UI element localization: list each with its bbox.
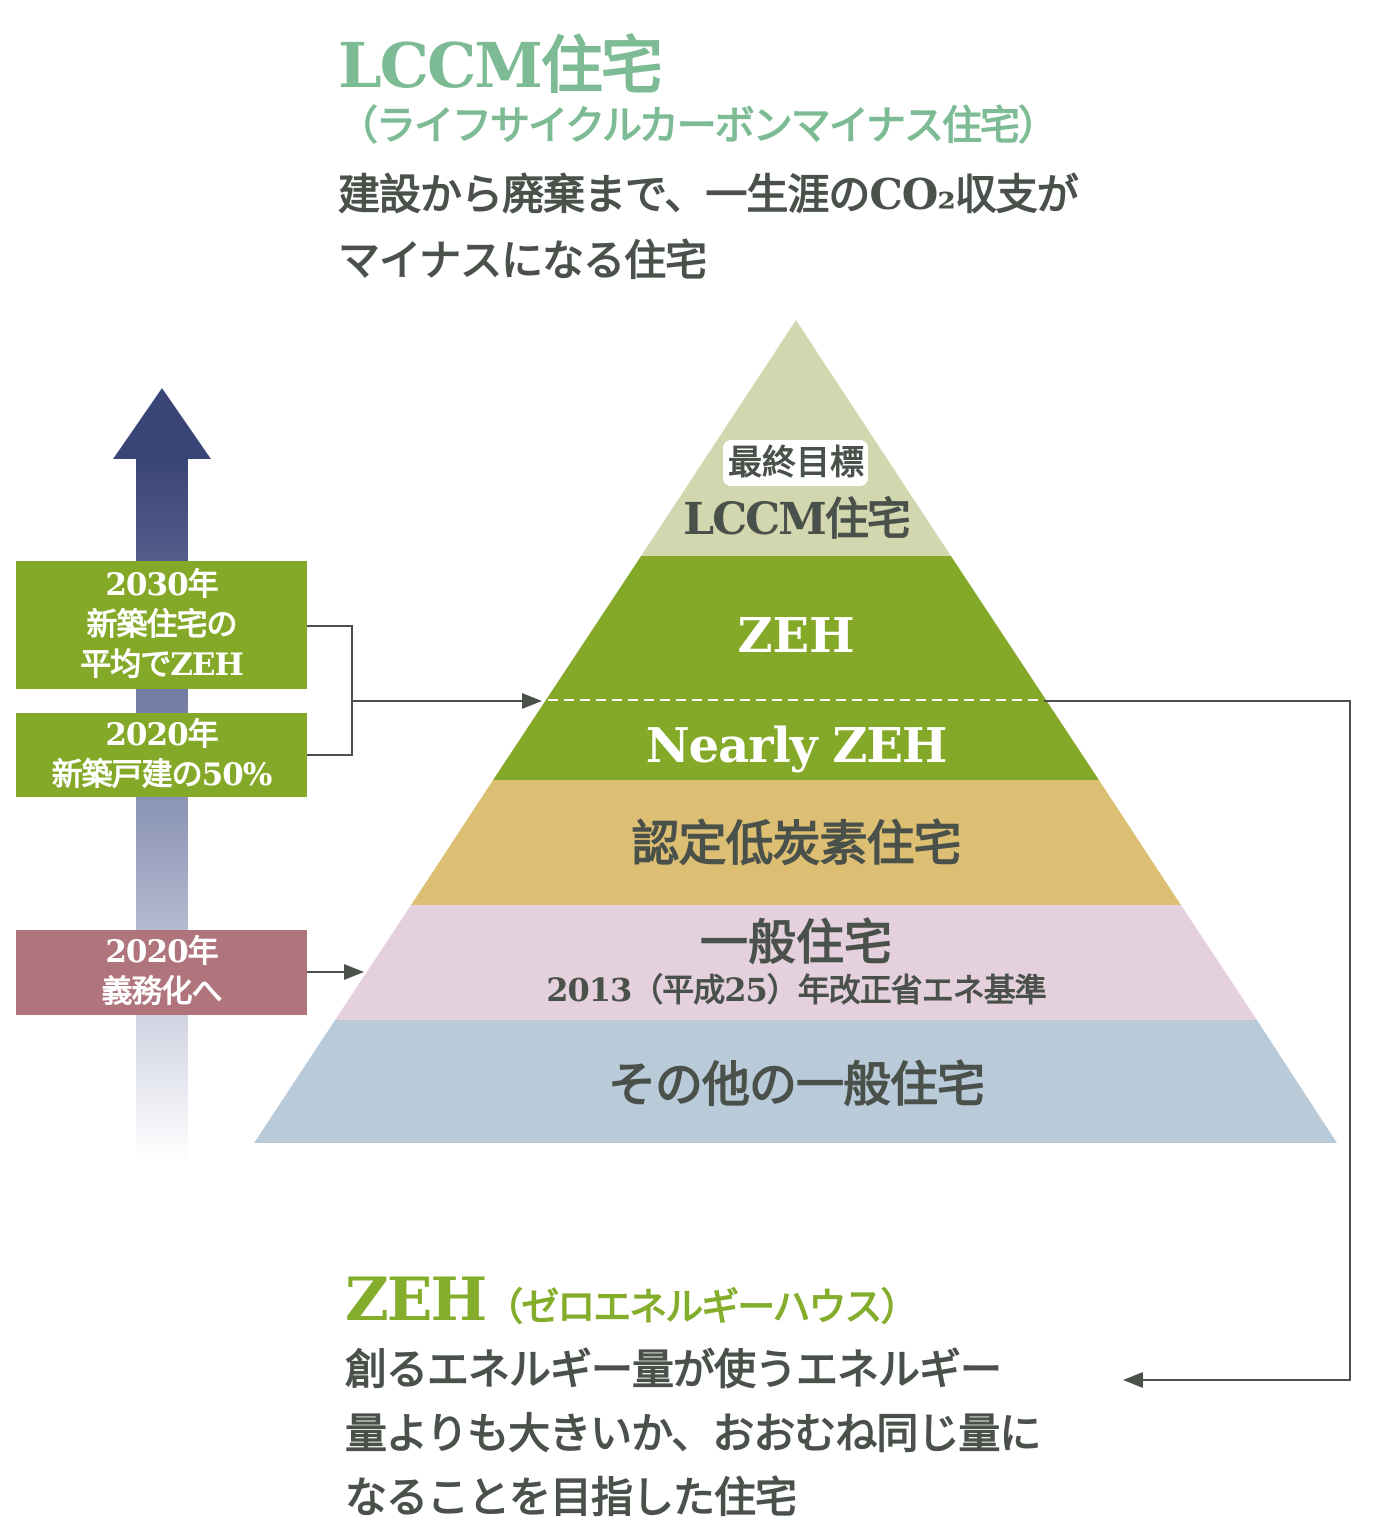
milestone-line: 2030年 (105, 567, 218, 603)
page-title: LCCM住宅 (338, 29, 663, 102)
zeh-description: 創るエネルギー量が使うエネルギー 量よりも大きいか、おおむね同じ量に なることを… (345, 1338, 1145, 1530)
milestone-line: 2020年 (105, 717, 218, 753)
badge-background (723, 440, 868, 486)
milestone-line: 平均でZEH (80, 647, 244, 683)
zeh-title: ZEH (345, 1265, 487, 1335)
label-other-housing: その他の一般住宅 (607, 1057, 985, 1113)
label-nearly-zeh: Nearly ZEH (645, 718, 948, 774)
label-2013-standard: 2013（平成25）年改正省エネ基準 (546, 971, 1047, 1009)
connector-lines (307, 625, 1351, 1388)
description-line: 建設から廃棄まで、一生涯のCO₂収支が (338, 170, 1079, 219)
pyramid-level-other (254, 1020, 1337, 1143)
label-general-housing: 一般住宅 (699, 915, 892, 971)
final-goal-badge: 最終目標 (728, 443, 864, 483)
pyramid-level-zeh (493, 556, 1099, 780)
label-zeh: ZEH (737, 608, 855, 664)
zeh-heading: ZEH（ゼロエネルギーハウス） (345, 1265, 918, 1342)
zeh-title-paren: （ゼロエネルギーハウス） (485, 1284, 918, 1329)
pyramid-level-lccm (641, 320, 951, 556)
milestone-2020-mandatory: 2020年 義務化へ (16, 930, 307, 1015)
milestone-line: 新築住宅の (86, 607, 238, 643)
zeh-description-line: 創るエネルギー量が使うエネルギー (345, 1345, 1002, 1394)
pyramid-level-low-carbon (411, 780, 1181, 905)
page-subtitle: （ライフサイクルカーボンマイナス住宅） (338, 102, 1058, 149)
pyramid-level-general (335, 905, 1257, 1020)
lccm-description: 建設から廃棄まで、一生涯のCO₂収支が マイナスになる住宅 (338, 162, 1198, 294)
milestone-line: 義務化へ (101, 974, 223, 1010)
label-lccm: LCCM住宅 (683, 494, 911, 545)
milestone-line: 2020年 (105, 934, 218, 970)
milestone-line: 新築戸建の50% (51, 757, 273, 793)
milestone-2020-zeh-50: 2020年 新築戸建の50% (16, 713, 307, 797)
label-low-carbon: 認定低炭素住宅 (631, 816, 961, 872)
description-line: マイナスになる住宅 (338, 236, 707, 285)
milestone-2030-zeh: 2030年 新築住宅の 平均でZEH (16, 561, 307, 689)
zeh-description-line: 量よりも大きいか、おおむね同じ量に (345, 1409, 1041, 1458)
zeh-description-line: なることを目指した住宅 (345, 1473, 797, 1522)
